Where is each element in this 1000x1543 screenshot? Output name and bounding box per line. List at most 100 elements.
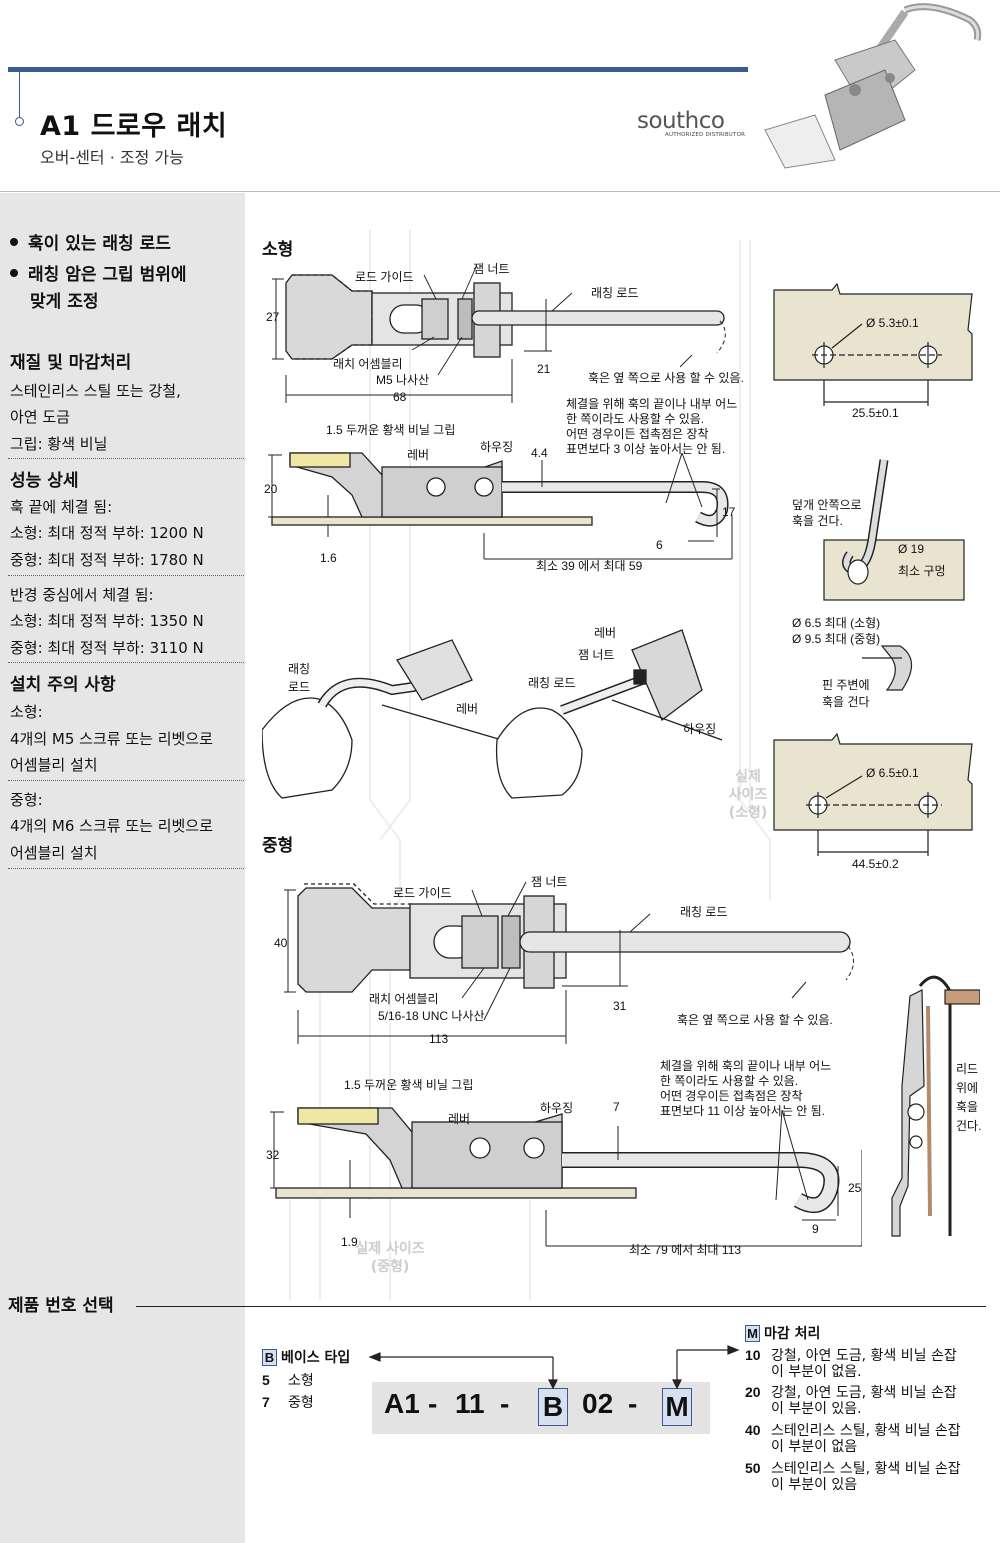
- install-line: 어셈블리 설치: [10, 844, 98, 862]
- watermark-medium: 실제 사이즈(중형): [355, 1241, 425, 1275]
- hole-medium-label: Ø 6.5±0.1: [866, 766, 919, 780]
- mounting-details: [773, 282, 973, 856]
- performance-line: 중형: 최대 정적 부하: 3110 N: [10, 639, 204, 657]
- pin-hook-label-2: 훅을 건다: [822, 695, 870, 709]
- medium-range-label: 최소 79 에서 최대 113: [629, 1243, 742, 1257]
- finish-code-box: M: [745, 1325, 760, 1342]
- divider: [8, 575, 244, 576]
- dim-68: 68: [393, 390, 407, 404]
- base-code-box: B: [262, 1349, 277, 1366]
- spacing-medium-label: 44.5±0.2: [852, 857, 899, 871]
- spacing-small-label: 25.5±0.1: [852, 406, 899, 420]
- part-number-arrows: [368, 1345, 740, 1390]
- dim-1-6: 1.6: [320, 551, 337, 565]
- medium-latching-rod-label: 래칭 로드: [680, 905, 728, 919]
- performance-line: 소형: 최대 정적 부하: 1200 N: [10, 524, 204, 542]
- divider: [8, 868, 244, 869]
- lid-hook-3: 훅을: [956, 1100, 979, 1114]
- usage-housing-label: 하우징: [683, 722, 717, 736]
- feature-bullet-2: 래칭 암은 그립 범위에: [10, 262, 187, 289]
- small-note-3: 어떤 경우이든 접촉점은 장착: [566, 427, 709, 441]
- divider: [8, 780, 244, 781]
- medium-housing-label: 하우징: [540, 1101, 574, 1115]
- header-vline: [19, 72, 20, 118]
- hole-small-label: Ø 5.3±0.1: [866, 316, 919, 330]
- part-number-rule: [136, 1306, 986, 1307]
- medium-note-2: 한 쪽이라도 사용할 수 있음.: [660, 1074, 799, 1088]
- pn-seg-finish-code: M: [662, 1388, 692, 1426]
- dim-113: 113: [429, 1032, 449, 1046]
- southco-logo: southco AUTHORIZED DISTRIBUTOR: [637, 108, 747, 138]
- dim-9: 9: [812, 1222, 819, 1236]
- header-dot: [15, 117, 24, 126]
- finish-option-cont: 이 부분이 없음.: [771, 1364, 862, 1380]
- dim-4-4: 4.4: [531, 446, 548, 460]
- medium-side-hook-label: 훅은 옆 쪽으로 사용 할 수 있음.: [677, 1013, 833, 1027]
- material-line: 그립: 황색 비닐: [10, 435, 108, 453]
- performance-line: 반경 중심에서 체결 됨:: [10, 586, 154, 604]
- dim-31: 31: [613, 999, 627, 1013]
- medium-vinyl-label: 1.5 두꺼운 황색 비닐 그립: [344, 1078, 474, 1092]
- install-heading: 설치 주의 사항: [10, 675, 116, 695]
- hole19-label-1: Ø 19: [898, 542, 925, 556]
- medium-heading: 중형: [262, 836, 294, 856]
- logo-text: southco: [637, 108, 725, 134]
- pn-seg-11: 11: [455, 1388, 485, 1419]
- feature-bullet-1: 훅이 있는 래칭 로드: [10, 231, 171, 258]
- material-heading: 재질 및 마감처리: [10, 353, 132, 373]
- dim-27: 27: [266, 310, 280, 324]
- dim-20: 20: [264, 482, 278, 496]
- actual-size-ghost: [289, 230, 771, 1300]
- install-line: 4개의 M6 스크류 또는 리벳으로: [10, 817, 213, 835]
- small-note-2: 한 쪽이라도 사용할 수 있음.: [566, 412, 705, 426]
- small-note-4: 표면보다 3 이상 높아서는 안 됨.: [566, 442, 726, 456]
- small-latching-rod-label: 래칭 로드: [591, 286, 639, 300]
- small-heading: 소형: [262, 240, 294, 260]
- performance-line: 중형: 최대 정적 부하: 1780 N: [10, 551, 204, 569]
- small-housing-label: 하우징: [480, 440, 514, 454]
- dim-25: 25: [848, 1181, 862, 1195]
- finish-option-cont: 이 부분이 있음.: [771, 1401, 862, 1417]
- feature-bullet-2-cont: 맞게 조정: [30, 292, 99, 312]
- medium-rod-guide-label: 로드 가이드: [393, 886, 452, 900]
- medium-lever-label: 레버: [448, 1112, 471, 1126]
- install-line: 4개의 M5 스크류 또는 리벳으로: [10, 730, 213, 748]
- pn-seg-base-code: B: [538, 1388, 568, 1426]
- dim-7: 7: [613, 1100, 620, 1114]
- lid-hook-2: 위에: [956, 1081, 979, 1095]
- medium-note-1: 체결을 위해 훅의 끝이나 내부 어느: [660, 1059, 832, 1073]
- usage-rod2-label: 래칭 로드: [528, 676, 576, 690]
- usage-rod-label-a: 래칭: [288, 662, 311, 676]
- lid-hook-drawing: [891, 975, 980, 1237]
- medium-latch-assembly-label: 래치 어셈블리: [369, 992, 439, 1006]
- usage-jam-nut-label: 잼 너트: [578, 648, 615, 662]
- divider: [8, 458, 244, 459]
- dim-17: 17: [722, 505, 736, 519]
- medium-note-4: 표면보다 11 이상 높아서는 안 됨.: [660, 1104, 825, 1118]
- pn-seg-a1: A1: [384, 1388, 420, 1419]
- divider: [8, 662, 244, 663]
- page-title: A1 드로우 래치: [40, 111, 228, 142]
- install-line: 어셈블리 설치: [10, 756, 98, 774]
- usage-lever2-label: 레버: [594, 626, 617, 640]
- small-latch-assembly-label: 래치 어셈블리: [333, 357, 403, 371]
- small-jam-nut-label: 잼 너트: [473, 262, 510, 276]
- medium-note-3: 어떤 경우이든 접촉점은 장착: [660, 1089, 803, 1103]
- cover-hook-label-2: 훅을 건다.: [792, 514, 843, 528]
- usage-rod-label-b: 로드: [288, 680, 311, 694]
- material-line: 스테인리스 스틸 또는 강철,: [10, 382, 181, 400]
- small-latch-drawings: [268, 266, 733, 560]
- install-medium-head: 중형:: [10, 791, 43, 809]
- lid-hook-1: 리드: [956, 1062, 979, 1076]
- medium-latch-drawings: [270, 881, 862, 1247]
- small-lever-label: 레버: [407, 448, 430, 462]
- pn-seg-02: 02: [582, 1388, 614, 1419]
- install-small-head: 소형:: [10, 703, 43, 721]
